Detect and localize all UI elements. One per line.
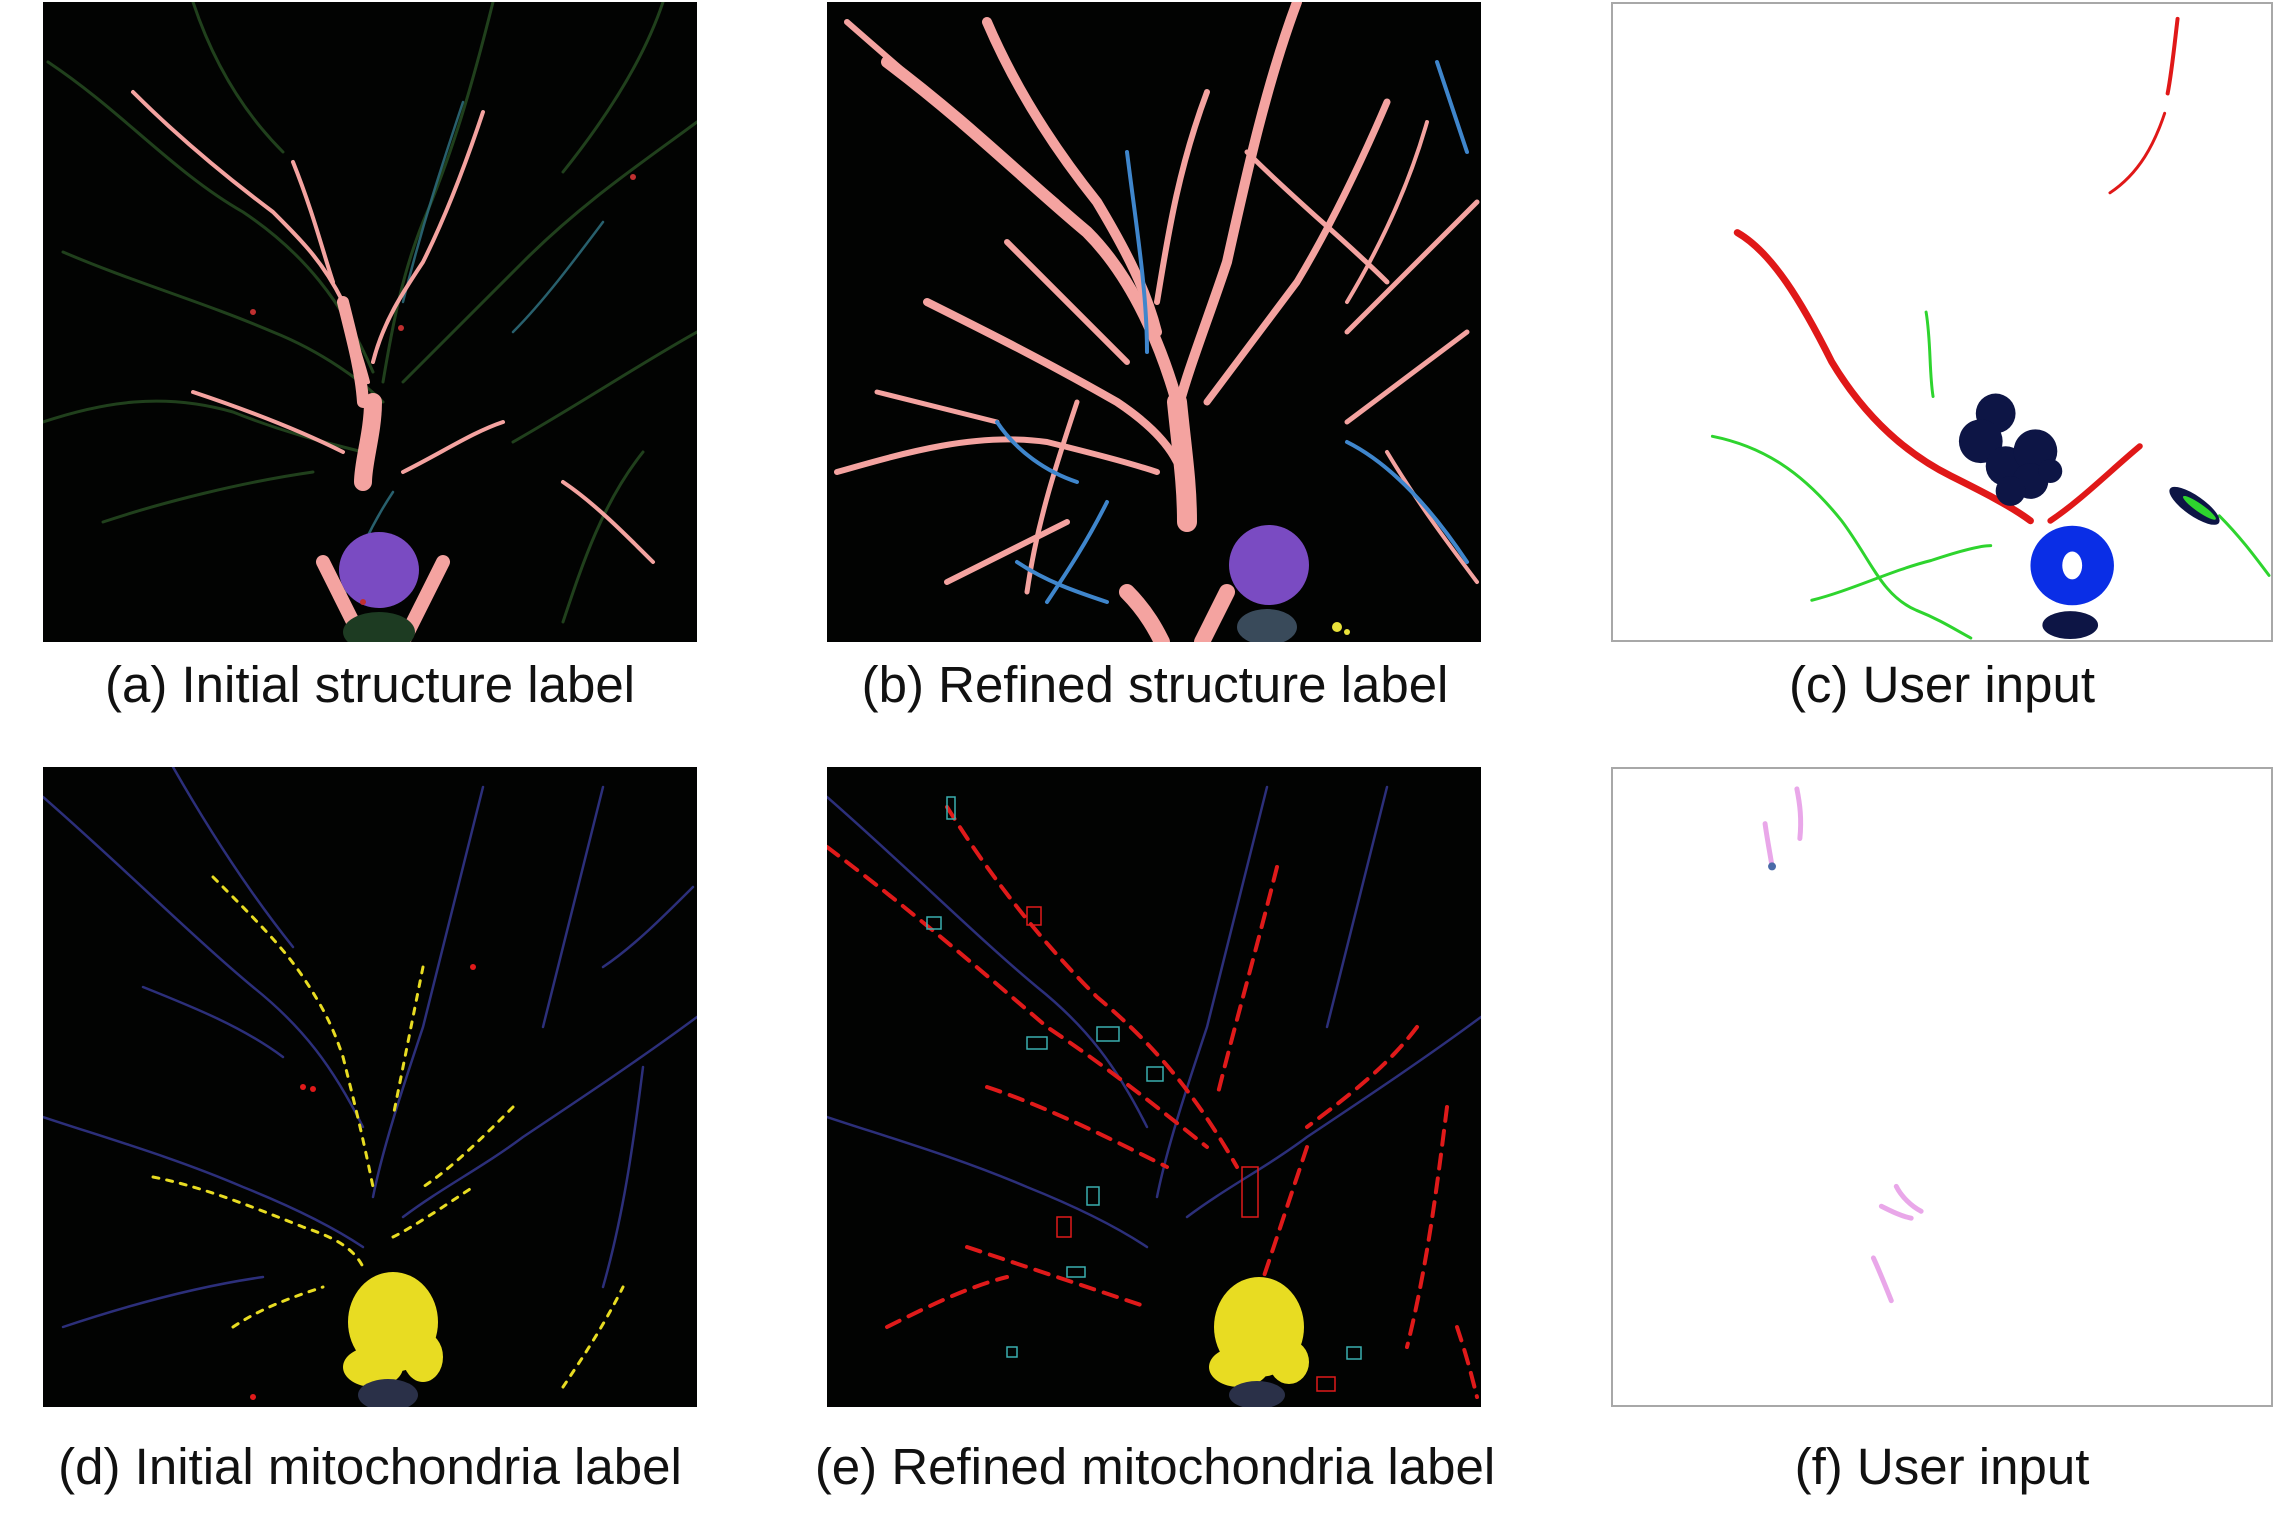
caption-c: (c) User input	[1788, 656, 2096, 713]
soma-label	[1229, 525, 1309, 605]
soma-mitochondria	[343, 1272, 443, 1387]
user-input-mitochondria-image	[1762, 786, 1924, 1304]
panel-refined-structure-label	[827, 2, 1481, 642]
caption-e: (e) Refined mitochondria label	[814, 1438, 1496, 1495]
initial-structure-image	[43, 2, 697, 642]
caption-d: (d) Initial mitochondria label	[58, 1438, 682, 1495]
caption-a: (a) Initial structure label	[104, 656, 636, 713]
caption-b: (b) Refined structure label	[861, 656, 1449, 713]
soma-label	[339, 532, 419, 608]
user-input-structure-image	[1710, 16, 2271, 640]
panel-initial-structure-label	[43, 2, 697, 642]
refined-structure-image	[834, 2, 1480, 642]
panel-user-input-structure	[1611, 2, 2273, 642]
initial-mitochondria-image	[43, 767, 697, 1407]
panel-user-input-mitochondria	[1611, 767, 2273, 1407]
panel-refined-mitochondria-label	[827, 767, 1481, 1407]
caption-f: (f) User input	[1794, 1438, 2090, 1495]
panel-initial-mitochondria-label	[43, 767, 697, 1407]
soma-mitochondria	[1209, 1277, 1309, 1387]
refined-mitochondria-image	[827, 785, 1481, 1407]
user-input-cluster	[1958, 393, 2220, 640]
